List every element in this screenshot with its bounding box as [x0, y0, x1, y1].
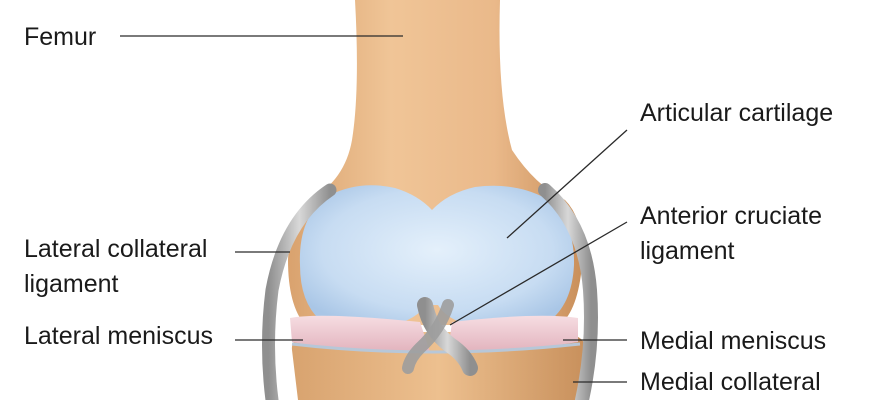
medial-meniscus [448, 315, 578, 352]
leader-acl [449, 221, 628, 326]
lateral-meniscus [290, 315, 430, 352]
posterior-cruciate-ligament [402, 299, 454, 374]
label-medial-meniscus: Medial meniscus [640, 327, 826, 355]
label-lateral-meniscus: Lateral meniscus [24, 322, 213, 350]
lateral-collateral-ligament [262, 183, 337, 400]
leader-articular-cartilage [506, 129, 628, 239]
tibial-plateau-edge [291, 342, 581, 354]
label-medial-collateral: Medial collateral [640, 368, 821, 396]
anterior-cruciate-ligament [417, 297, 478, 376]
label-acl-line1: Anterior cruciate [640, 202, 822, 230]
medial-collateral-ligament [538, 183, 598, 400]
articular-cartilage [299, 185, 575, 330]
label-acl-line2: ligament [640, 237, 735, 265]
label-lcl-line1: Lateral collateral [24, 235, 207, 263]
label-lcl-line2: ligament [24, 270, 119, 298]
label-articular-cartilage: Articular cartilage [640, 99, 833, 127]
label-femur: Femur [24, 23, 96, 51]
